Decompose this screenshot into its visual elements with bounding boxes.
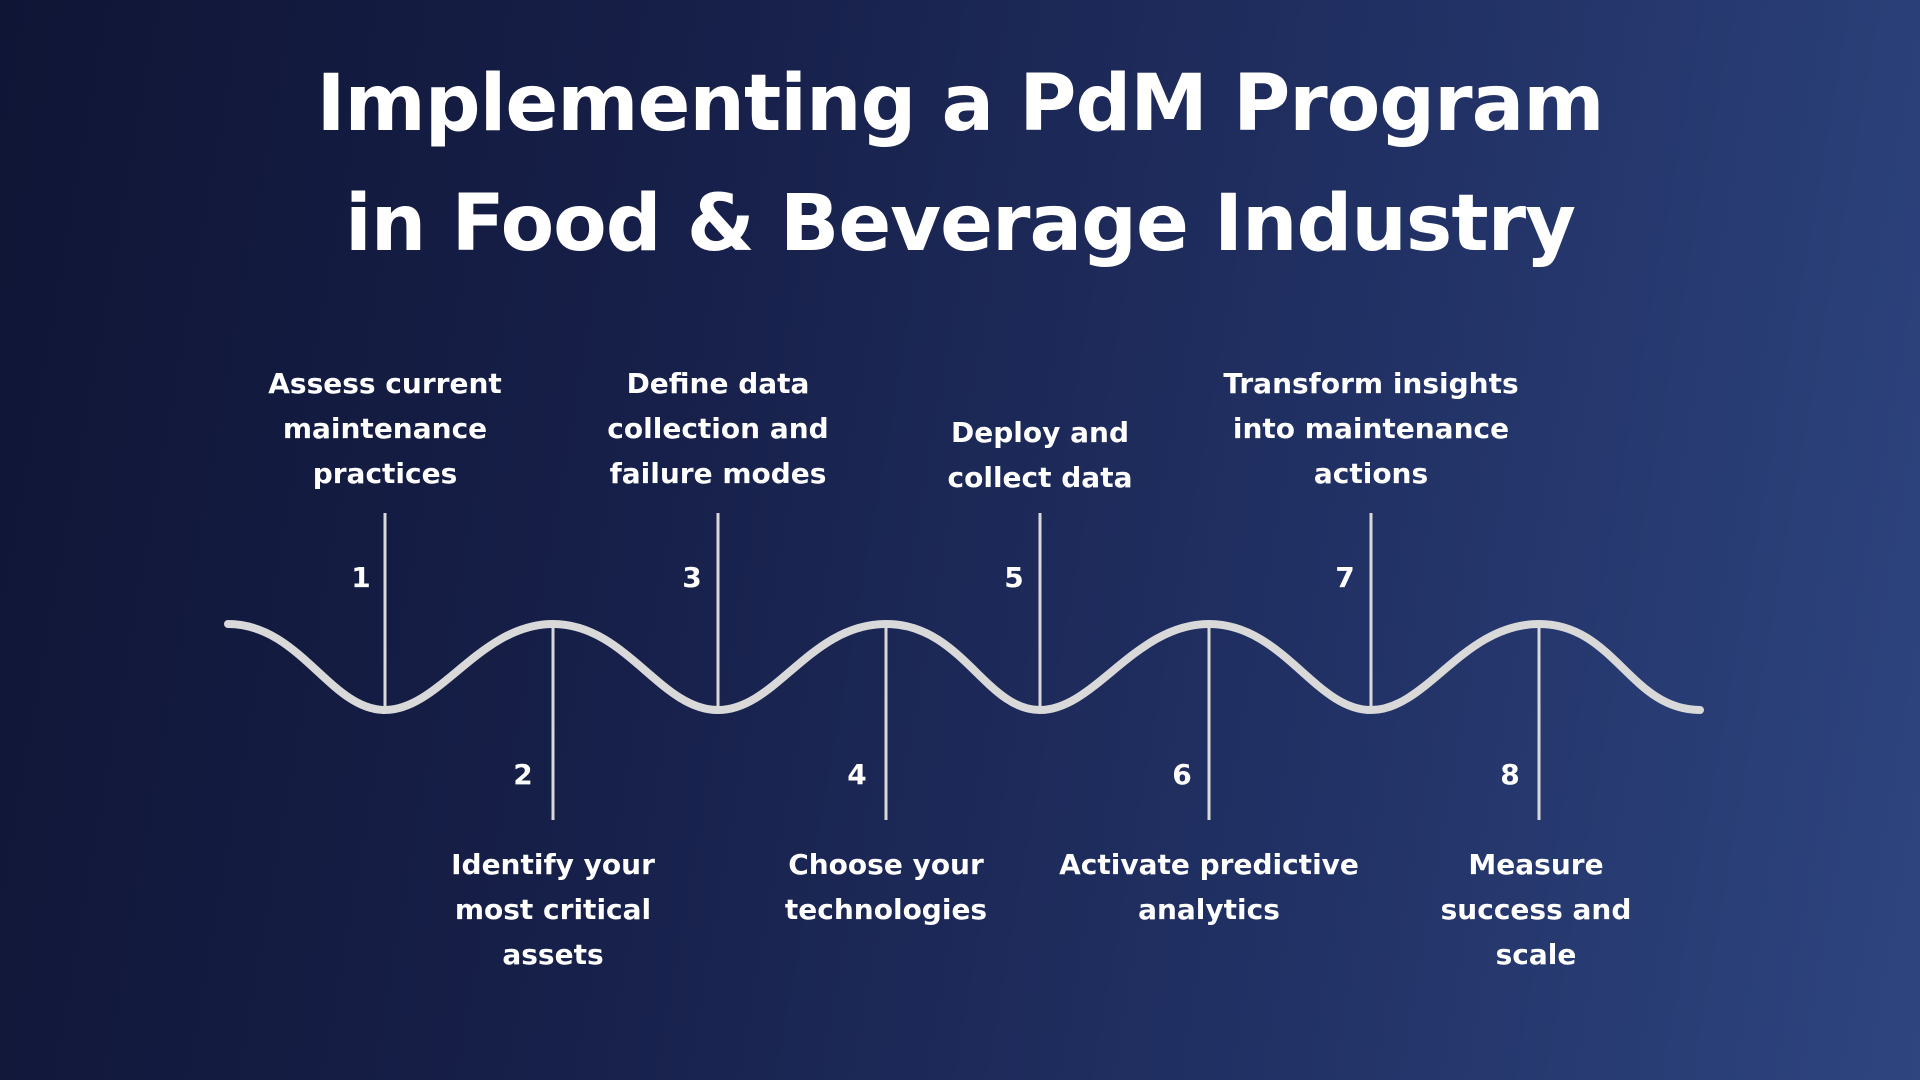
step-8-label: Measure success and scale (1440, 848, 1632, 971)
step-6-number: 6 (1172, 758, 1192, 791)
step-1-label: Assess current maintenance practices (268, 367, 502, 490)
step-3-label: Define data collection and failure modes (607, 367, 829, 490)
step-7-number: 7 (1335, 561, 1355, 594)
title-line-1: Implementing a PdM Program (316, 59, 1604, 149)
step-3-number: 3 (682, 561, 702, 594)
step-5-number: 5 (1004, 561, 1024, 594)
step-4-label: Choose your technologies (784, 848, 988, 926)
connectors (383, 513, 1541, 820)
title-line-2: in Food & Beverage Industry (345, 179, 1576, 269)
step-5-label: Deploy and collect data (947, 416, 1133, 494)
step-2-label: Identify your most critical assets (451, 848, 655, 971)
step-6-label: Activate predictive analytics (1059, 848, 1359, 926)
step-7-label: Transform insights into maintenance acti… (1223, 367, 1519, 490)
step-1-number: 1 (351, 561, 371, 594)
page-title: Implementing a PdM Program in Food & Bev… (0, 44, 1920, 284)
step-2-number: 2 (513, 758, 533, 791)
step-4-number: 4 (847, 758, 867, 791)
wave-line (224, 619, 1704, 715)
step-8-number: 8 (1500, 758, 1520, 791)
